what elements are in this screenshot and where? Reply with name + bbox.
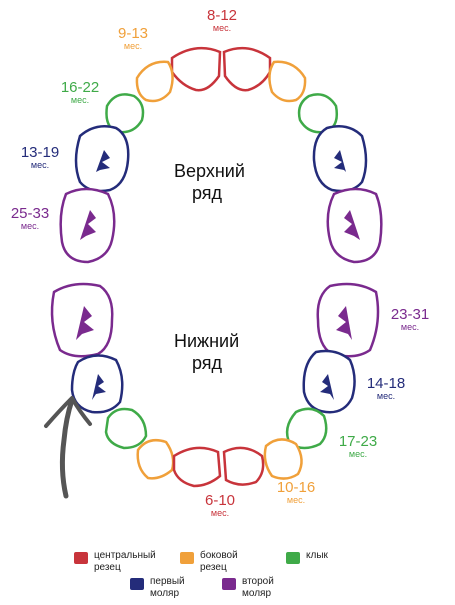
upper-row-title-line1: Верхний xyxy=(174,161,245,181)
label-lower-canine: 17-23 мес. xyxy=(330,434,386,459)
legend-swatch-lateral xyxy=(180,552,194,564)
upper-second-molar-right-mark xyxy=(344,210,360,240)
lower-central-right xyxy=(222,446,265,486)
age-unit: мес. xyxy=(20,221,40,231)
upper-central-left xyxy=(170,46,222,92)
legend-item-lateral: боковой резец xyxy=(180,550,238,574)
label-upper-second-molar: 25-33 мес. xyxy=(2,206,58,231)
lower-first-molar-left-mark xyxy=(92,374,106,400)
age-unit: мес. xyxy=(30,160,50,170)
label-upper-central: 8-12 мес. xyxy=(198,8,246,33)
molar-marks xyxy=(76,150,360,400)
age-range: 8-12 xyxy=(206,7,238,24)
legend-swatch-central xyxy=(74,552,88,564)
upper-central-right xyxy=(222,46,272,92)
upper-row-title: Верхний ряд xyxy=(174,160,245,204)
age-unit: мес. xyxy=(70,95,90,105)
age-range: 6-10 xyxy=(204,492,236,509)
age-range: 25-33 xyxy=(10,205,50,222)
legend-item-central: центральный резец xyxy=(74,550,156,574)
lower-first-molar-right-mark xyxy=(320,374,334,400)
label-lower-second-molar: 23-31 мес. xyxy=(382,307,438,332)
legend-item-first-molar: первый моляр xyxy=(130,576,185,600)
lower-row-title-line2: ряд xyxy=(192,353,223,373)
age-unit: мес. xyxy=(376,391,396,401)
legend-label-lateral: боковой резец xyxy=(200,550,238,573)
legend-label-second-molar: второй моляр xyxy=(242,576,274,599)
age-unit: мес. xyxy=(210,508,230,518)
upper-lateral-right xyxy=(268,60,307,103)
lower-second-molar-right-mark xyxy=(336,306,352,340)
lower-canine-right xyxy=(285,407,328,450)
legend-item-second-molar: второй моляр xyxy=(222,576,274,600)
age-unit: мес. xyxy=(400,322,420,332)
legend-label-central: центральный резец xyxy=(94,550,156,573)
legend-swatch-second-molar xyxy=(222,578,236,590)
lower-lateral-right xyxy=(263,438,303,480)
label-upper-first-molar: 13-19 мес. xyxy=(14,145,66,170)
legend-swatch-canine xyxy=(286,552,300,564)
age-range: 16-22 xyxy=(60,79,100,96)
age-range: 17-23 xyxy=(338,433,378,450)
hand-drawn-arrow xyxy=(44,396,92,499)
lower-canine-left xyxy=(104,407,148,450)
age-range: 10-16 xyxy=(276,479,316,496)
age-unit: мес. xyxy=(348,449,368,459)
upper-first-molar-right-mark xyxy=(334,150,346,172)
upper-jaw xyxy=(59,46,383,264)
age-unit: мес. xyxy=(123,41,143,51)
lower-row-title-line1: Нижний xyxy=(174,331,240,351)
label-lower-central: 6-10 мес. xyxy=(194,493,246,518)
age-range: 23-31 xyxy=(390,306,430,323)
label-upper-canine: 16-22 мес. xyxy=(54,80,106,105)
lower-second-molar-left-mark xyxy=(76,306,94,340)
label-upper-lateral: 9-13 мес. xyxy=(108,26,158,51)
legend-label-canine: клык xyxy=(306,550,328,561)
age-unit: мес. xyxy=(286,495,306,505)
legend-item-canine: клык xyxy=(286,550,328,564)
age-range: 14-18 xyxy=(366,375,406,392)
label-lower-lateral: 10-16 мес. xyxy=(268,480,324,505)
upper-row-title-line2: ряд xyxy=(192,183,223,203)
arrow-shaft xyxy=(59,397,75,499)
legend-label-first-molar: первый моляр xyxy=(150,576,185,599)
arrow-head xyxy=(44,396,92,428)
lower-central-left xyxy=(172,446,222,488)
age-unit: мес. xyxy=(212,23,232,33)
upper-first-molar-left-mark xyxy=(96,150,110,172)
legend-swatch-first-molar xyxy=(130,578,144,590)
lower-row-title: Нижний ряд xyxy=(174,330,239,374)
label-lower-first-molar: 14-18 мес. xyxy=(358,376,414,401)
age-range: 9-13 xyxy=(117,25,149,42)
upper-lateral-left xyxy=(135,60,174,103)
upper-second-molar-left-mark xyxy=(80,210,96,240)
lower-lateral-left xyxy=(136,439,175,480)
age-range: 13-19 xyxy=(20,144,60,161)
